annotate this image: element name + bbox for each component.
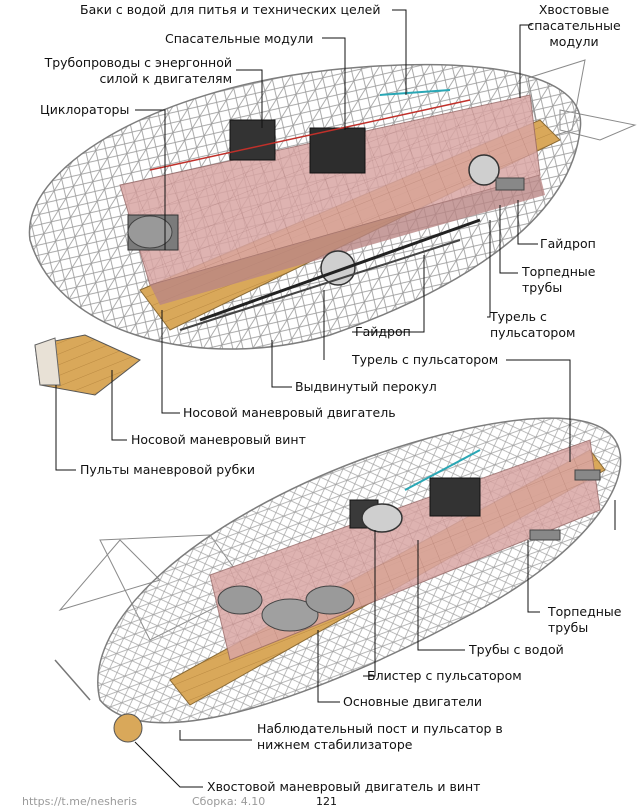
label-bridge-consoles: Пульты маневровой рубки bbox=[80, 462, 256, 477]
label-torpedo-bottom: Торпедные трубы bbox=[548, 604, 621, 636]
label-line: Трубопроводы с энергонной bbox=[44, 55, 232, 70]
label-observation-post: Наблюдательный пост и пульсатор в нижнем… bbox=[257, 721, 503, 753]
label-line: спасательные bbox=[527, 18, 621, 33]
label-line: Наблюдательный пост и пульсатор в bbox=[257, 721, 503, 736]
page-number: 121 bbox=[316, 795, 337, 808]
label-extended-perokul: Выдвинутый перокул bbox=[295, 379, 437, 394]
label-line: Хвостовые bbox=[538, 2, 610, 17]
label-power-pipes: Трубопроводы с энергонной силой к двигат… bbox=[22, 55, 232, 87]
label-blister: Блистер с пульсатором bbox=[367, 668, 522, 683]
label-torpedo-top: Торпедные трубы bbox=[522, 264, 595, 296]
label-line: Торпедные bbox=[522, 264, 596, 279]
label-bow-screw: Носовой маневровый винт bbox=[131, 432, 306, 447]
label-gyro-top: Гайдроп bbox=[540, 236, 596, 251]
label-water-tanks: Баки с водой для питья и технических цел… bbox=[80, 2, 381, 17]
label-line: трубы bbox=[548, 620, 589, 635]
bottom-airship bbox=[54, 417, 622, 743]
footer-build: Сборка: 4.10 bbox=[192, 795, 266, 808]
label-turret-pulsator: Турель с пульсатором bbox=[352, 352, 499, 367]
label-bow-engine: Носовой маневровый двигатель bbox=[183, 405, 396, 420]
top-airship bbox=[28, 59, 637, 396]
label-tail-pods: Хвостовые спасательные модули bbox=[524, 2, 624, 50]
label-tail-engine: Хвостовой маневровый двигатель и винт bbox=[207, 779, 481, 794]
label-line: нижнем стабилизаторе bbox=[257, 737, 413, 752]
label-water-pipes: Трубы с водой bbox=[469, 642, 564, 657]
label-gyro-bottom: Гайдроп bbox=[355, 324, 411, 339]
label-line: трубы bbox=[522, 280, 563, 295]
leader-lines bbox=[55, 9, 616, 788]
footer-link[interactable]: https://t.me/nesheris bbox=[22, 795, 137, 808]
label-line: пульсатором bbox=[490, 325, 576, 340]
label-line: силой к двигателям bbox=[99, 71, 232, 86]
label-line: Турель с bbox=[490, 309, 547, 324]
label-line: модули bbox=[549, 34, 599, 49]
label-main-engines: Основные двигатели bbox=[343, 694, 483, 709]
label-escape-modules: Спасательные модули bbox=[165, 31, 314, 46]
label-turret-side: Турель с пульсатором bbox=[490, 309, 575, 341]
label-cyclorotors: Циклораторы bbox=[40, 102, 130, 117]
label-line: Торпедные bbox=[548, 604, 622, 619]
